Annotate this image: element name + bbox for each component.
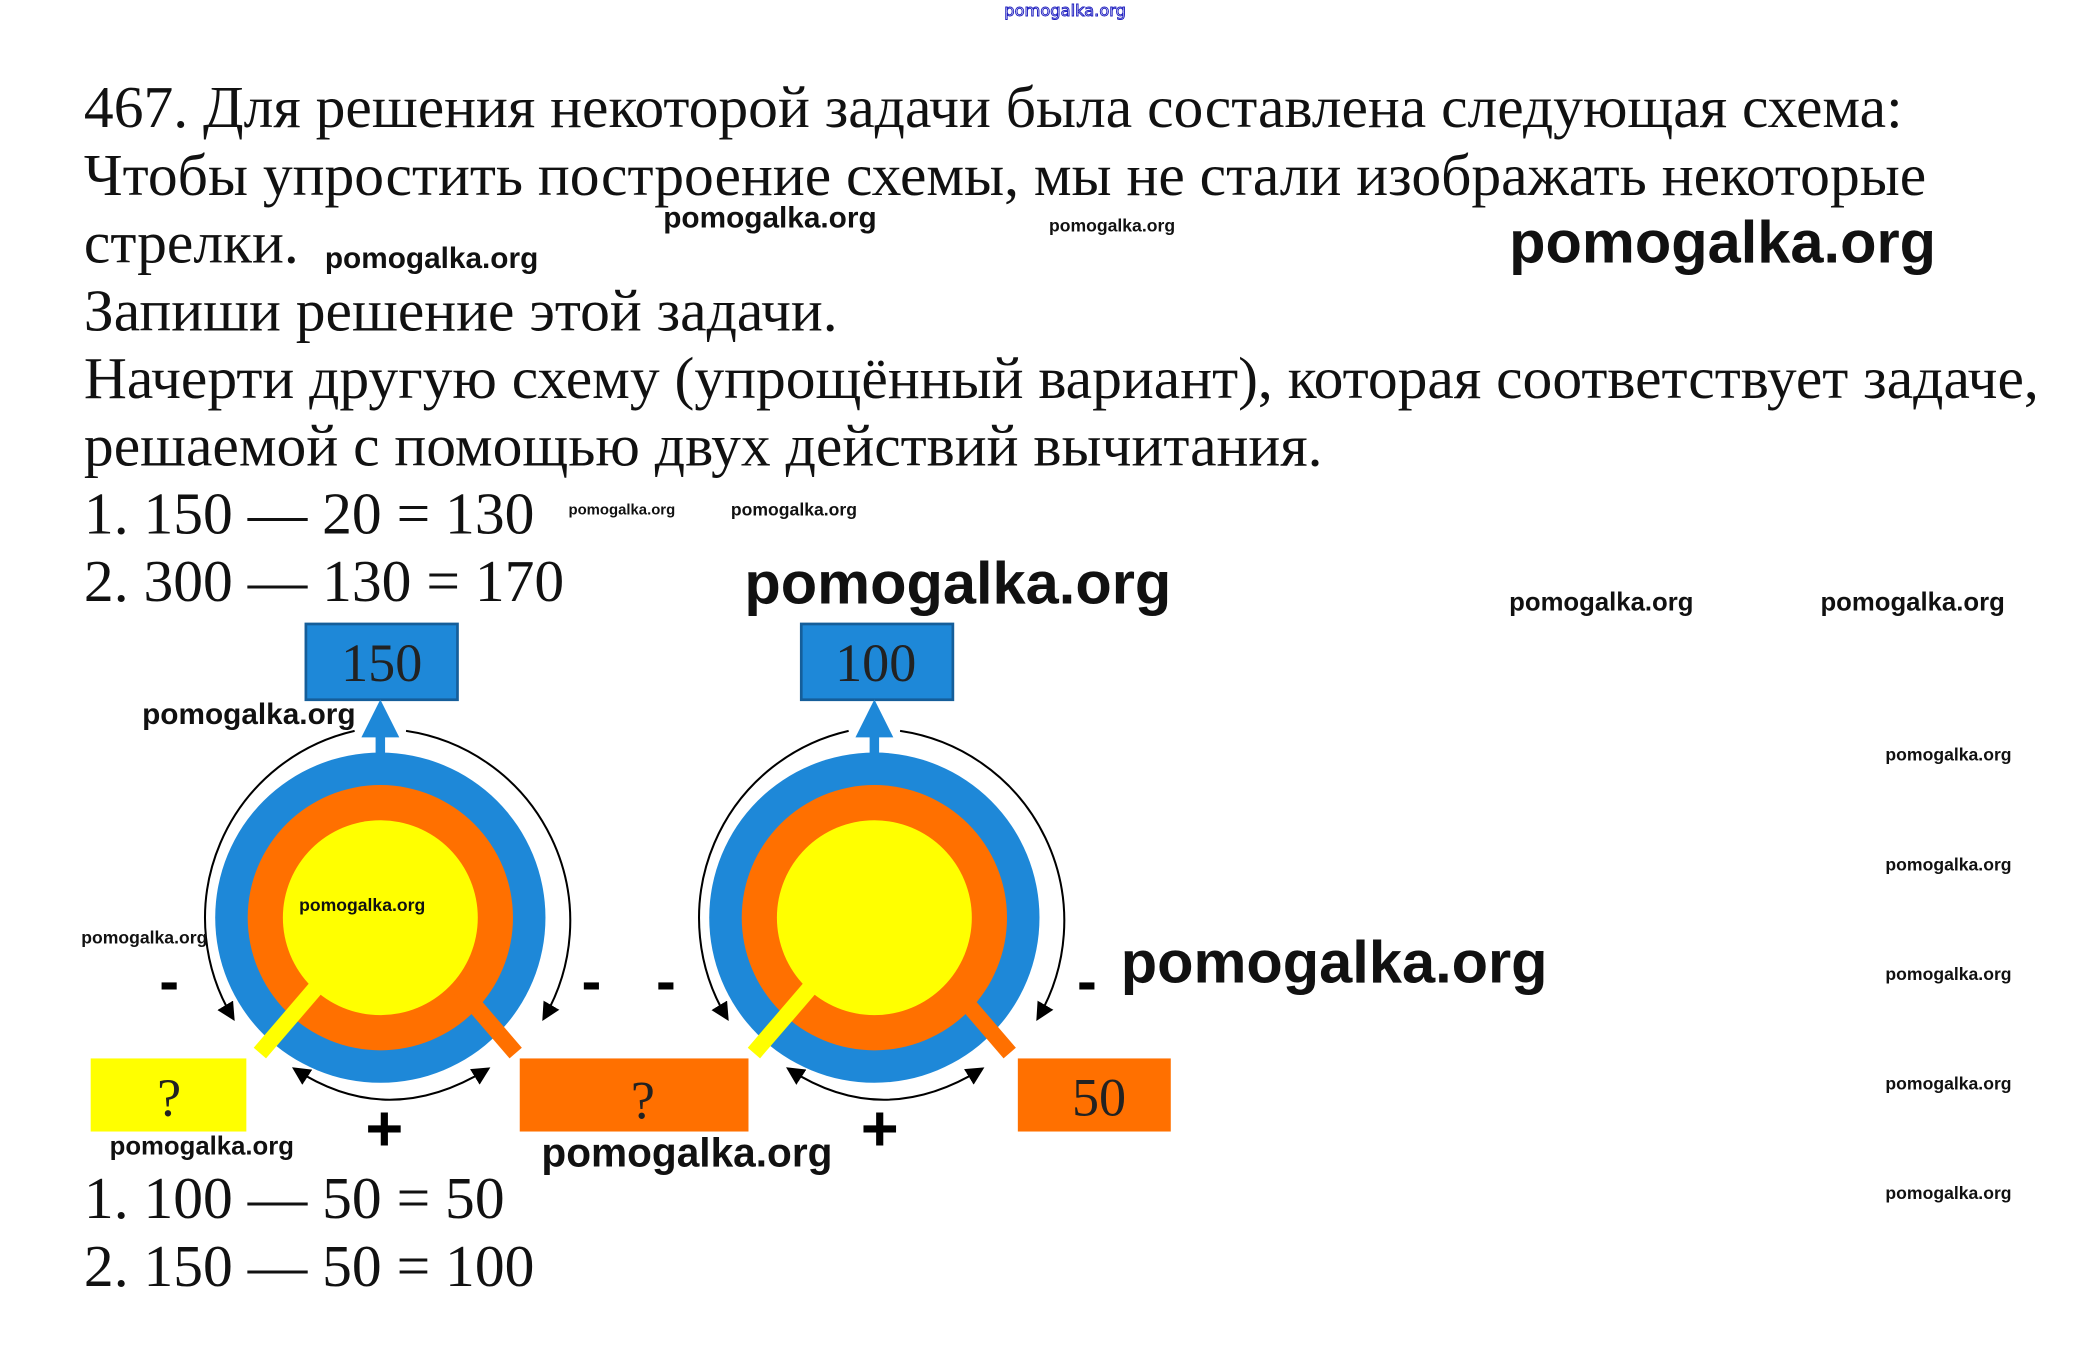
watermark: pomogalka.org [1048, 215, 1176, 236]
value-box-top [304, 622, 459, 702]
value-top: 150 [341, 633, 422, 693]
task-line: Запиши решение этой задачи. [83, 277, 838, 344]
task-line: Начерти другую схему (упрощённый вариант… [83, 345, 2039, 412]
watermark: pomogalka.org [1885, 854, 2012, 875]
plus-sign: + [861, 1091, 899, 1164]
watermark: pomogalka.org [730, 499, 858, 520]
watermark: pomogalka.org [81, 927, 208, 948]
arc-left [204, 729, 355, 1021]
watermark: pomogalka.org [1509, 588, 1694, 618]
scheme-left: 150 ? ? - - + [90, 622, 749, 1164]
solution-step: 1. 100 — 50 = 50 [83, 1165, 505, 1232]
value-right: ? [631, 1070, 655, 1130]
watermark: pomogalka.org [541, 1131, 833, 1177]
scheme-right: 100 50 - - + [656, 622, 1171, 1164]
watermark: pomogalka.org [142, 697, 356, 731]
watermark: pomogalka.org [1885, 744, 2012, 765]
watermark: pomogalka.org [299, 894, 426, 915]
value-box-right [519, 1058, 749, 1132]
minus-sign: - [656, 948, 676, 1015]
watermark: pomogalka.org [744, 550, 1172, 618]
plus-sign: + [365, 1091, 403, 1164]
watermark: pomogalka.org [1820, 588, 2005, 618]
arc-right [405, 729, 572, 1021]
watermark: pomogalka.org [109, 1132, 294, 1162]
watermark: pomogalka.org [1885, 1073, 2012, 1094]
watermark: pomogalka.org [1885, 963, 2012, 984]
arc-right [899, 729, 1066, 1021]
watermark: pomogalka.org [1120, 929, 1548, 997]
solution-step: 1. 150 — 20 = 130 [83, 480, 535, 547]
watermark: pomogalka.org [1885, 1182, 2012, 1204]
watermark: pomogalka.org [1509, 209, 1937, 277]
arc-bottom [786, 1067, 985, 1101]
minus-sign: - [159, 948, 179, 1015]
arc-left [698, 729, 849, 1021]
task-line: стрелки. [83, 209, 299, 277]
minus-sign: - [1077, 948, 1097, 1015]
value-box-left [90, 1058, 247, 1132]
watermark: pomogalka.org [568, 502, 676, 519]
task-line: 467. Для решения некоторой задачи была с… [83, 74, 1903, 141]
value-top: 100 [835, 633, 916, 693]
value-left: ? [157, 1067, 181, 1127]
solution-step: 2. 300 — 130 = 170 [83, 548, 565, 615]
minus-sign: - [582, 948, 602, 1015]
value-right: 50 [1072, 1067, 1126, 1127]
watermark: pomogalka.org [663, 200, 877, 235]
task-line: решаемой с помощью двух действий вычитан… [83, 412, 1323, 480]
solution-step: 2. 150 — 50 = 100 [83, 1233, 535, 1300]
task-line: Чтобы упростить построение схемы, мы не … [83, 142, 1927, 209]
value-box-top [799, 622, 955, 702]
watermark: pomogalka.org [324, 240, 539, 275]
watermark: pomogalka.org [1004, 1, 1127, 21]
value-box-right [1017, 1058, 1171, 1132]
arc-bottom [292, 1067, 491, 1101]
